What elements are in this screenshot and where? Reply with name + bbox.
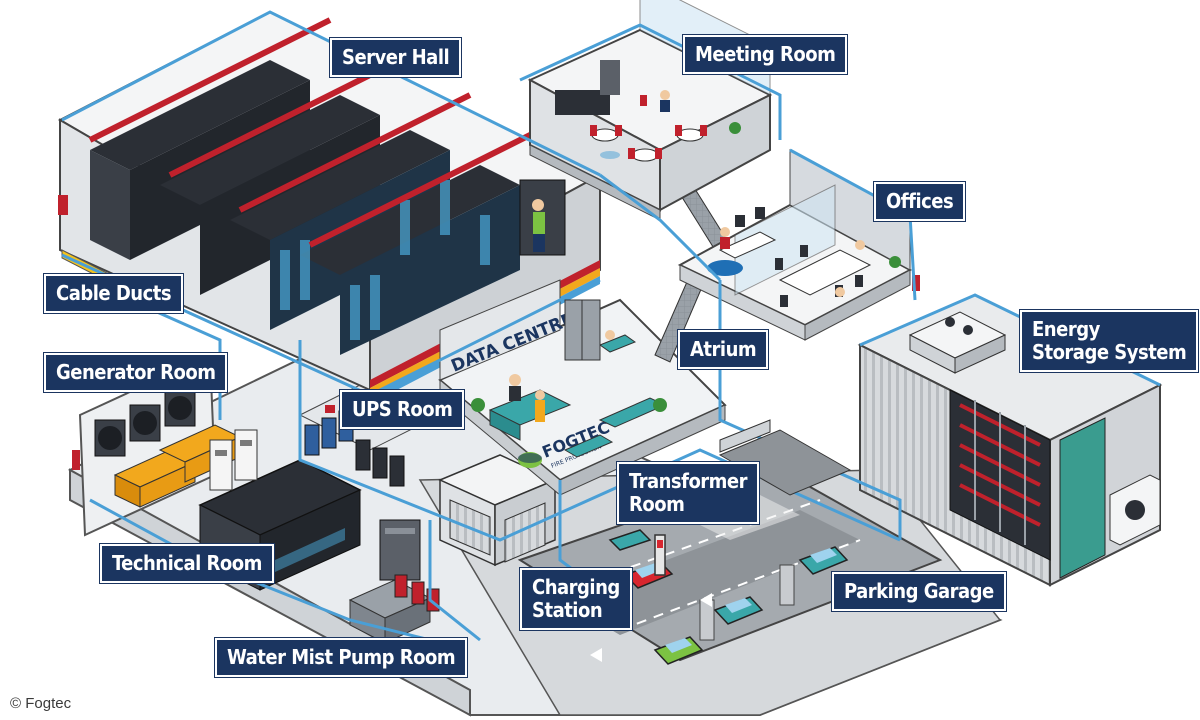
energy-storage-container: [857, 293, 1163, 587]
label-parking-garage: Parking Garage: [832, 572, 1006, 611]
battery-racks: [959, 400, 1041, 545]
copyright-notice: © Fogtec: [10, 695, 72, 712]
generators: [113, 424, 242, 508]
car-green: [653, 636, 704, 665]
label-water-mist-pump-room: Water Mist Pump Room: [215, 638, 468, 677]
label-technical-room: Technical Room: [100, 544, 274, 583]
label-charging-station: Charging Station: [520, 568, 632, 630]
label-transformer-room: Transformer Room: [617, 462, 760, 524]
label-offices: Offices: [874, 182, 966, 221]
label-energy-storage: Energy Storage System: [1020, 310, 1199, 372]
car-teal-1: [713, 596, 764, 625]
car-teal-3: [608, 529, 652, 551]
label-cable-ducts: Cable Ducts: [44, 274, 184, 313]
label-ups-room: UPS Room: [340, 390, 465, 429]
label-server-hall: Server Hall: [330, 38, 462, 77]
generator-room: [72, 353, 258, 537]
ups-room: [298, 384, 432, 487]
label-atrium: Atrium: [678, 330, 769, 369]
label-generator-room: Generator Room: [44, 353, 228, 392]
garage-entrance: [718, 419, 852, 496]
car-teal-2: [798, 546, 849, 575]
charging-station: [654, 534, 666, 576]
overhead-pipes: [88, 17, 542, 248]
label-meeting-room: Meeting Room: [683, 35, 848, 74]
offices: [677, 149, 920, 341]
